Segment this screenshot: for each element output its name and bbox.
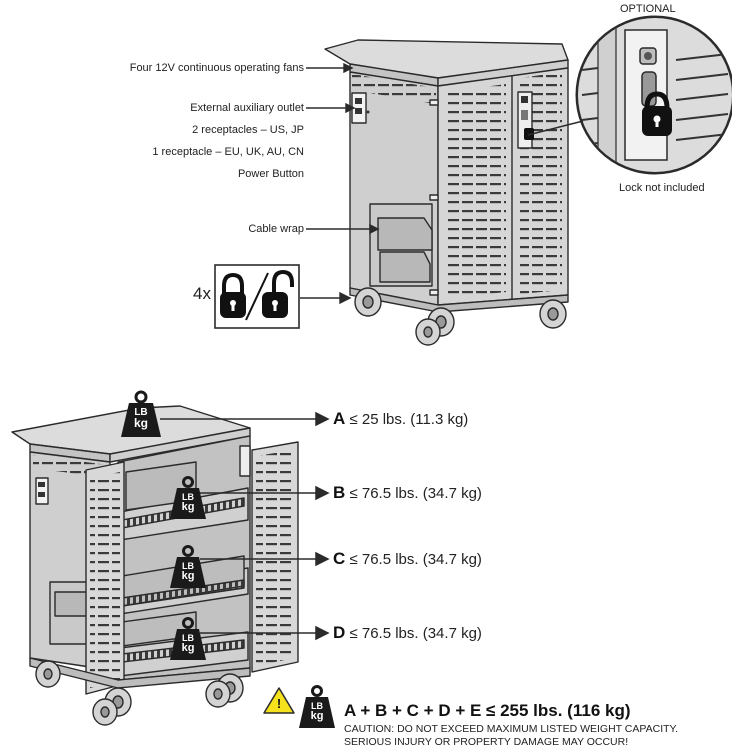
weight-arrows xyxy=(160,411,330,641)
weight-unit-kg: kg xyxy=(181,642,195,654)
weight-unit-lb: LB xyxy=(134,407,148,418)
weight-label-b: B ≤ 76.5 lbs. (34.7 kg) xyxy=(333,483,482,503)
weight-unit-lb: LB xyxy=(182,561,194,571)
lock-note: Lock not included xyxy=(619,182,705,194)
weight-unit-lb: LB xyxy=(182,633,194,643)
shelf-letter: B xyxy=(333,483,346,502)
cable-wrap-callout: Cable wrap xyxy=(248,223,304,235)
weight-unit-kg: kg xyxy=(310,710,324,722)
caution-line-1: CAUTION: DO NOT EXCEED MAXIMUM LISTED WE… xyxy=(344,723,679,735)
shelf-limit: ≤ 25 lbs. (11.3 kg) xyxy=(349,411,469,428)
caution-text: CAUTION: DO NOT EXCEED MAXIMUM LISTED WE… xyxy=(344,723,678,749)
lock-unlock-icon-box xyxy=(214,264,300,329)
shelf-limit: ≤ 76.5 lbs. (34.7 kg) xyxy=(349,485,482,502)
warning-icon xyxy=(263,687,295,714)
top-cart xyxy=(324,39,569,346)
shelf-limit: ≤ 76.5 lbs. (34.7 kg) xyxy=(349,551,482,568)
weight-unit-lb: LB xyxy=(182,492,194,502)
receptacles-eu-callout: 1 receptacle – EU, UK, AU, CN xyxy=(152,146,304,158)
unlocked-padlock-icon xyxy=(262,269,294,318)
power-button-callout: Power Button xyxy=(237,168,304,180)
weight-unit-kg: kg xyxy=(133,416,148,430)
shelf-letter: C xyxy=(333,549,346,568)
outlet-callout: External auxiliary outlet xyxy=(190,102,304,114)
optional-label: OPTIONAL xyxy=(620,3,676,15)
total-weight-limit: A + B + C + D + E ≤ 255 lbs. (116 kg) xyxy=(344,701,631,720)
lock-count: 4x xyxy=(193,284,211,303)
caster xyxy=(354,287,567,346)
bottom-cart xyxy=(11,405,299,726)
weight-label-c: C ≤ 76.5 lbs. (34.7 kg) xyxy=(333,549,482,569)
receptacles-us-callout: 2 receptacles – US, JP xyxy=(192,124,304,136)
lock-detail-magnifier xyxy=(527,15,732,175)
warning-exclamation: ! xyxy=(276,696,282,711)
weight-unit-kg: kg xyxy=(181,570,195,582)
fans-callout: Four 12V continuous operating fans xyxy=(129,62,304,74)
top-callout-lines xyxy=(300,62,380,305)
caution-line-2: SERIOUS INJURY OR PROPERTY DAMAGE MAY OC… xyxy=(344,736,629,748)
weight-label-a: A ≤ 25 lbs. (11.3 kg) xyxy=(333,409,468,429)
shelf-letter: D xyxy=(333,623,346,642)
weight-unit-lb: LB xyxy=(311,701,323,711)
weight-label-d: D ≤ 76.5 lbs. (34.7 kg) xyxy=(333,623,482,643)
shelf-letter: A xyxy=(333,409,346,428)
caster xyxy=(35,660,244,726)
weight-unit-kg: kg xyxy=(181,501,195,513)
locked-padlock-icon xyxy=(220,272,246,318)
shelf-limit: ≤ 76.5 lbs. (34.7 kg) xyxy=(349,625,482,642)
